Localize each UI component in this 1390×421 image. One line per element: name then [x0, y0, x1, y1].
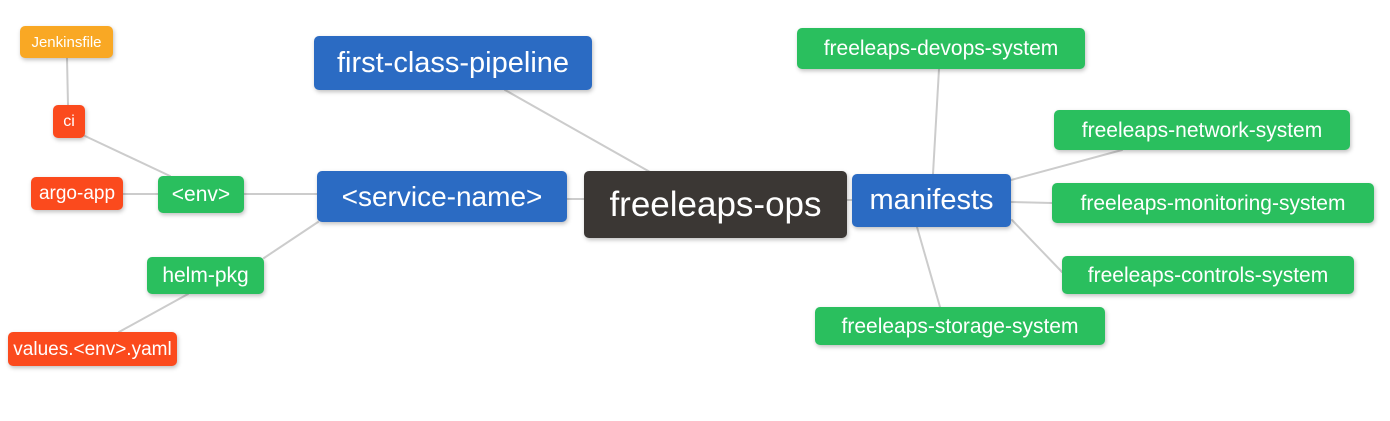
- edge-manifests-freeleaps-storage-system: [916, 226, 941, 308]
- node-first-class-pipeline[interactable]: first-class-pipeline: [314, 36, 592, 90]
- node-freeleaps-network-system[interactable]: freeleaps-network-system: [1054, 110, 1350, 150]
- node-argo-app[interactable]: argo-app: [31, 177, 123, 210]
- edge-helm-pkg-values-env-yaml: [118, 293, 189, 333]
- node-helm-pkg[interactable]: helm-pkg: [147, 257, 264, 294]
- edge-jenkinsfile-ci: [66, 57, 69, 106]
- node-manifests[interactable]: manifests: [852, 174, 1011, 227]
- edge-first-class-pipeline-freeleaps-ops: [504, 89, 651, 173]
- edge-manifests-freeleaps-monitoring-system: [1010, 201, 1053, 204]
- edge-manifests-freeleaps-devops-system: [932, 68, 940, 175]
- node-values-env-yaml[interactable]: values.<env>.yaml: [8, 332, 177, 366]
- node-freeleaps-storage-system[interactable]: freeleaps-storage-system: [815, 307, 1105, 345]
- node-freeleaps-controls-system[interactable]: freeleaps-controls-system: [1062, 256, 1354, 294]
- node-freeleaps-ops[interactable]: freeleaps-ops: [584, 171, 847, 238]
- node-jenkinsfile[interactable]: Jenkinsfile: [20, 26, 113, 58]
- edge-manifests-freeleaps-network-system: [1010, 149, 1123, 181]
- node-ci[interactable]: ci: [53, 105, 85, 138]
- edge-service-name-helm-pkg: [263, 221, 319, 259]
- edge-ci-env: [84, 135, 171, 177]
- node-env[interactable]: <env>: [158, 176, 244, 213]
- node-freeleaps-monitoring-system[interactable]: freeleaps-monitoring-system: [1052, 183, 1374, 223]
- edge-manifests-freeleaps-controls-system: [1011, 219, 1063, 273]
- node-freeleaps-devops-system[interactable]: freeleaps-devops-system: [797, 28, 1085, 69]
- node-service-name[interactable]: <service-name>: [317, 171, 567, 222]
